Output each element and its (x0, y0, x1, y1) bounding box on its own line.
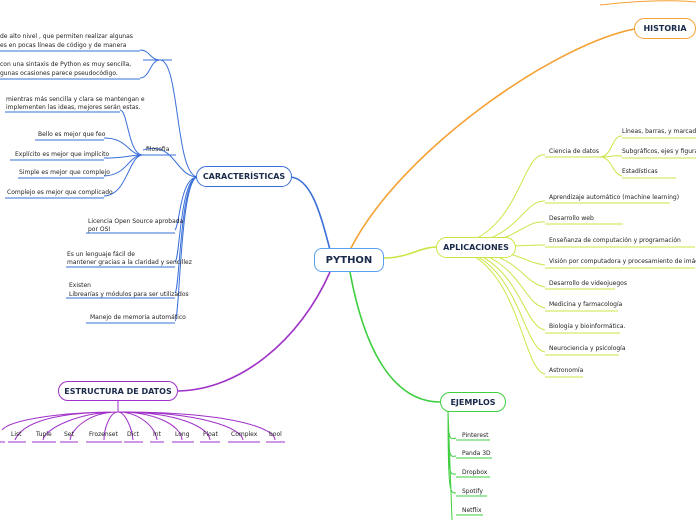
ciencia-sub-item: Líneas, barras, y marcadores (622, 128, 696, 135)
ciencia-sub-fan (599, 135, 623, 177)
intro-line-1: de alto nivel , que permiten realizar al… (0, 33, 133, 40)
topic-estructura-de-datos[interactable]: ESTRUCTURA DE DATOS (58, 381, 178, 401)
aplicacion-item: Medicina y farmacología (549, 301, 623, 308)
ciencia-sub-item: Estadísticas (622, 168, 658, 175)
aplicacion-item: Biología y bioinformática. (549, 323, 626, 330)
filosofia-label[interactable]: filosofia (146, 146, 170, 153)
topic-aplicaciones[interactable]: APLICACIONES (436, 237, 516, 258)
caracteristicas-underlines (0, 50, 176, 324)
historia-top-curve (599, 0, 696, 6)
lenguaje-line-2: mantener gracias a la claridad y sencill… (67, 259, 192, 266)
aplicacion-item: Desarrollo web (549, 215, 594, 222)
licencia-line-1: Licencia Open Source aprobada (88, 218, 184, 225)
aplicacion-item: Astronomía (549, 367, 584, 374)
aplicaciones-item-underlines (545, 156, 695, 378)
licencia-line-2: por OSI (88, 226, 111, 233)
estructura-item: Int (153, 431, 161, 438)
intro-lines (139, 49, 172, 79)
filosofia-item: Complejo es mejor que complicado (7, 189, 113, 196)
aplicacion-item: Neurociencia y psicología (549, 345, 626, 352)
estructura-item: Long (175, 431, 190, 438)
estructura-item: Frozenset (89, 431, 118, 438)
central-node-python[interactable]: PYTHON (314, 248, 384, 272)
aplicacion-item: Visión por computadora y procesamiento d… (549, 258, 696, 265)
filosofia-underlines (5, 111, 120, 199)
intro-line-2: es en pocas líneas de código y de manera (0, 42, 127, 49)
estructura-item: Complex (231, 431, 258, 438)
ejemplo-item: Netflix (462, 507, 482, 514)
filosofia-item: Bello es mejor que feo (38, 131, 106, 138)
topic-ejemplos[interactable]: EJEMPLOS (440, 392, 506, 412)
ejemplo-item: Pinterest (462, 432, 489, 439)
aplicaciones-fan (439, 154, 546, 375)
aplicaciones-connector (383, 246, 441, 259)
librerias-line-2: Librearías y módulos para ser utilizados (69, 291, 189, 298)
librerias-line-1: Existen (69, 282, 91, 289)
estructura-item: Tuple (36, 431, 52, 438)
ejemplo-item: Panda 3D (462, 450, 491, 457)
estructura-item: Dict (127, 431, 139, 438)
ciencia-sub-underlines (622, 137, 696, 179)
estructura-item: Float (203, 431, 218, 438)
caracteristicas-fan (142, 59, 199, 322)
historia-connector (349, 27, 641, 251)
ciencia-de-datos: Ciencia de datos (549, 148, 599, 155)
memoria-label: Manejo de memoria automático (90, 314, 186, 321)
ejemplos-item-underlines (456, 439, 492, 516)
filosofia-item: Explícito es mejor que implícito (15, 151, 110, 158)
estructura-connector (177, 271, 331, 392)
aplicacion-item: Aprendizaje automático (machine learning… (549, 194, 680, 201)
filosofia-item: Simple es mejor que complejo (19, 169, 110, 176)
estructura-item: bool (269, 431, 282, 438)
aplicacion-item: Enseñanza de computación y programación (549, 237, 681, 244)
estructura-item: List (11, 431, 22, 438)
aplicacion-item: Desarrollo de videojuegos (549, 280, 627, 287)
estructura-fan (1, 400, 276, 441)
topic-caracteristicas[interactable]: CARACTERÍSTICAS (196, 166, 292, 187)
ejemplo-item: Spotify (462, 488, 483, 495)
ejemplo-item: Dropbox (462, 469, 488, 476)
ejemplos-connector (349, 271, 441, 403)
ciencia-sub-item: Subgráficos, ejes y figuras (622, 148, 696, 155)
caracteristicas-connector (289, 176, 331, 251)
lenguaje-line-1: Es un lenguaje fácil de (67, 251, 135, 258)
intro-line-4: gunas ocasiones parece pseudocódigo. (0, 70, 118, 77)
ejemplos-fan (447, 409, 457, 520)
estructura-item: Set (64, 431, 74, 438)
filosofia-top-line-2: implementen las ideas, mejores serán est… (6, 104, 141, 111)
filosofia-top-line-1: mientras más sencilla y clara se manteng… (6, 96, 145, 103)
filosofia-fan (103, 109, 144, 197)
intro-line-3: con una sintaxis de Python es muy sencil… (0, 61, 132, 68)
topic-historia[interactable]: HISTORIA (634, 18, 696, 39)
